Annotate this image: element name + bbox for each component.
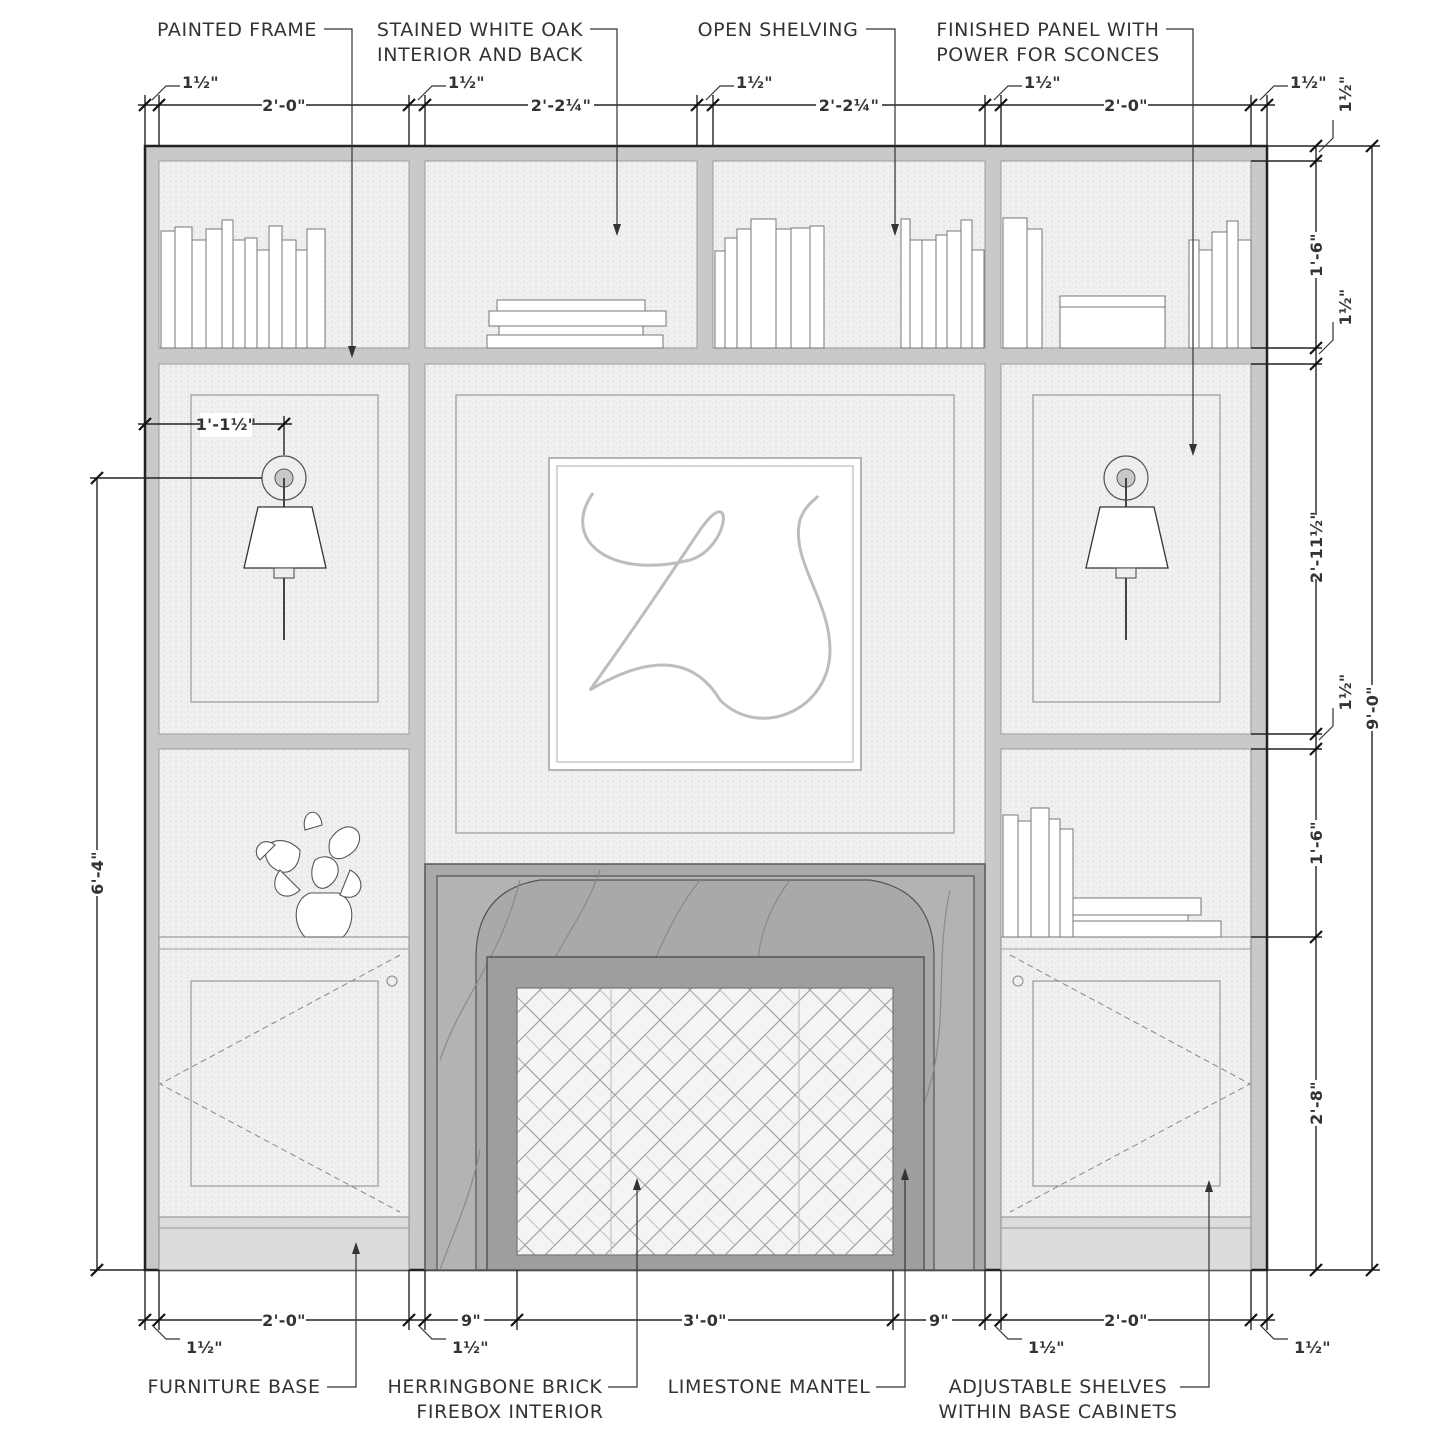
dim-bottom-half-3: 1½" <box>1028 1338 1065 1357</box>
top-dimension-chain: 2'-0" 2'-2¼" 2'-2¼" 2'-0" 1½" 1½" 1½" 1½… <box>138 73 1327 146</box>
dim-sconce-offset: 1'-1½" <box>196 415 257 434</box>
left-knob-icon <box>386 975 398 987</box>
books-center-right <box>714 218 985 349</box>
right-cabinet-door-inset <box>1032 980 1221 1187</box>
callout-adjustable-1: ADJUSTABLE SHELVES <box>949 1376 1168 1398</box>
callout-furniture-base: FURNITURE BASE <box>147 1376 320 1398</box>
dim-right-half-1: 1½" <box>1336 76 1355 113</box>
left-cabinet-door-inset <box>190 980 379 1187</box>
right-door-swing <box>1009 954 1252 1213</box>
dim-bottom-9in-right: 9" <box>929 1311 949 1330</box>
left-base-cabinet <box>158 936 410 1218</box>
left-door-swing <box>158 954 401 1213</box>
mantel-surround <box>436 875 975 1271</box>
dim-left-6ft4: 6'-4" <box>88 851 107 895</box>
callout-adjustable-2: WITHIN BASE CABINETS <box>938 1401 1177 1423</box>
right-dimension-chain: 1'-6" 2'-11½" 1'-6" 2'-8" 9'-0" 1½" 1½" … <box>1251 76 1383 1277</box>
dim-top-half-4: 1½" <box>1024 73 1061 92</box>
dim-top-2ft-right: 2'-0" <box>1104 96 1148 115</box>
callouts-top: PAINTED FRAME STAINED WHITE OAK INTERIOR… <box>157 19 1197 456</box>
books-lower-right <box>1002 807 1222 938</box>
callout-finished-panel-2: POWER FOR SCONCES <box>936 44 1160 66</box>
artwork-mat <box>556 465 854 763</box>
firebox-interior <box>516 987 894 1256</box>
books-stack-center <box>486 299 667 349</box>
dim-top-2ft-quarter-right: 2'-2¼" <box>819 96 880 115</box>
callout-limestone-mantel: LIMESTONE MANTEL <box>668 1376 871 1398</box>
callout-stained-oak-1: STAINED WHITE OAK <box>377 19 583 41</box>
dim-right-half-2: 1½" <box>1336 289 1355 326</box>
dim-bottom-half-1: 1½" <box>186 1338 223 1357</box>
dim-bottom-9in-left: 9" <box>461 1311 481 1330</box>
dim-right-2ft11half: 2'-11½" <box>1307 511 1326 583</box>
books-left <box>160 219 326 349</box>
right-knob-icon <box>1012 975 1024 987</box>
dim-right-1ft6-top: 1'-6" <box>1307 233 1326 277</box>
dim-top-half-1: 1½" <box>182 73 219 92</box>
callout-open-shelving: OPEN SHELVING <box>698 19 859 41</box>
callout-firebox-1: HERRINGBONE BRICK <box>388 1376 603 1398</box>
right-furniture-base <box>1000 1216 1252 1271</box>
dim-top-half-3: 1½" <box>736 73 773 92</box>
dim-right-2ft8: 2'-8" <box>1307 1081 1326 1125</box>
dim-right-9ft: 9'-0" <box>1363 686 1382 730</box>
sconce-offset-dimension: 1'-1½" <box>138 413 292 455</box>
right-sconce-inset <box>1032 394 1221 703</box>
dim-right-1ft6-bottom: 1'-6" <box>1307 821 1326 865</box>
dim-bottom-2ft-left: 2'-0" <box>262 1311 306 1330</box>
dim-top-2ft-quarter-left: 2'-2¼" <box>531 96 592 115</box>
flower-vase <box>255 811 362 938</box>
dim-top-2ft-left: 2'-0" <box>262 96 306 115</box>
left-furniture-base <box>158 1216 410 1271</box>
dim-top-half-5: 1½" <box>1290 73 1327 92</box>
bottom-dimension-chain: 2'-0" 9" 3'-0" 9" 2'-0" 1½" 1½" 1½" 1½" <box>138 1270 1331 1357</box>
callouts-bottom: FURNITURE BASE HERRINGBONE BRICK FIREBOX… <box>147 1168 1213 1423</box>
callout-finished-panel-1: FINISHED PANEL WITH <box>936 19 1159 41</box>
left-sconce-inset <box>190 394 379 703</box>
dim-bottom-half-2: 1½" <box>452 1338 489 1357</box>
dim-bottom-2ft-right: 2'-0" <box>1104 1311 1148 1330</box>
callout-painted-frame: PAINTED FRAME <box>157 19 317 41</box>
right-sconce-icon <box>1085 455 1169 640</box>
overmantel-inset <box>455 394 955 834</box>
dim-bottom-half-4: 1½" <box>1294 1338 1331 1357</box>
dim-bottom-3ft: 3'-0" <box>683 1311 727 1330</box>
dim-right-half-3: 1½" <box>1336 674 1355 711</box>
books-right <box>1002 217 1252 349</box>
artwork-line <box>581 492 832 720</box>
right-base-cabinet <box>1000 936 1252 1218</box>
left-height-dimension: 6'-4" <box>86 471 262 1277</box>
callout-stained-oak-2: INTERIOR AND BACK <box>377 44 583 66</box>
dim-top-half-2: 1½" <box>448 73 485 92</box>
callout-firebox-2: FIREBOX INTERIOR <box>416 1401 603 1423</box>
